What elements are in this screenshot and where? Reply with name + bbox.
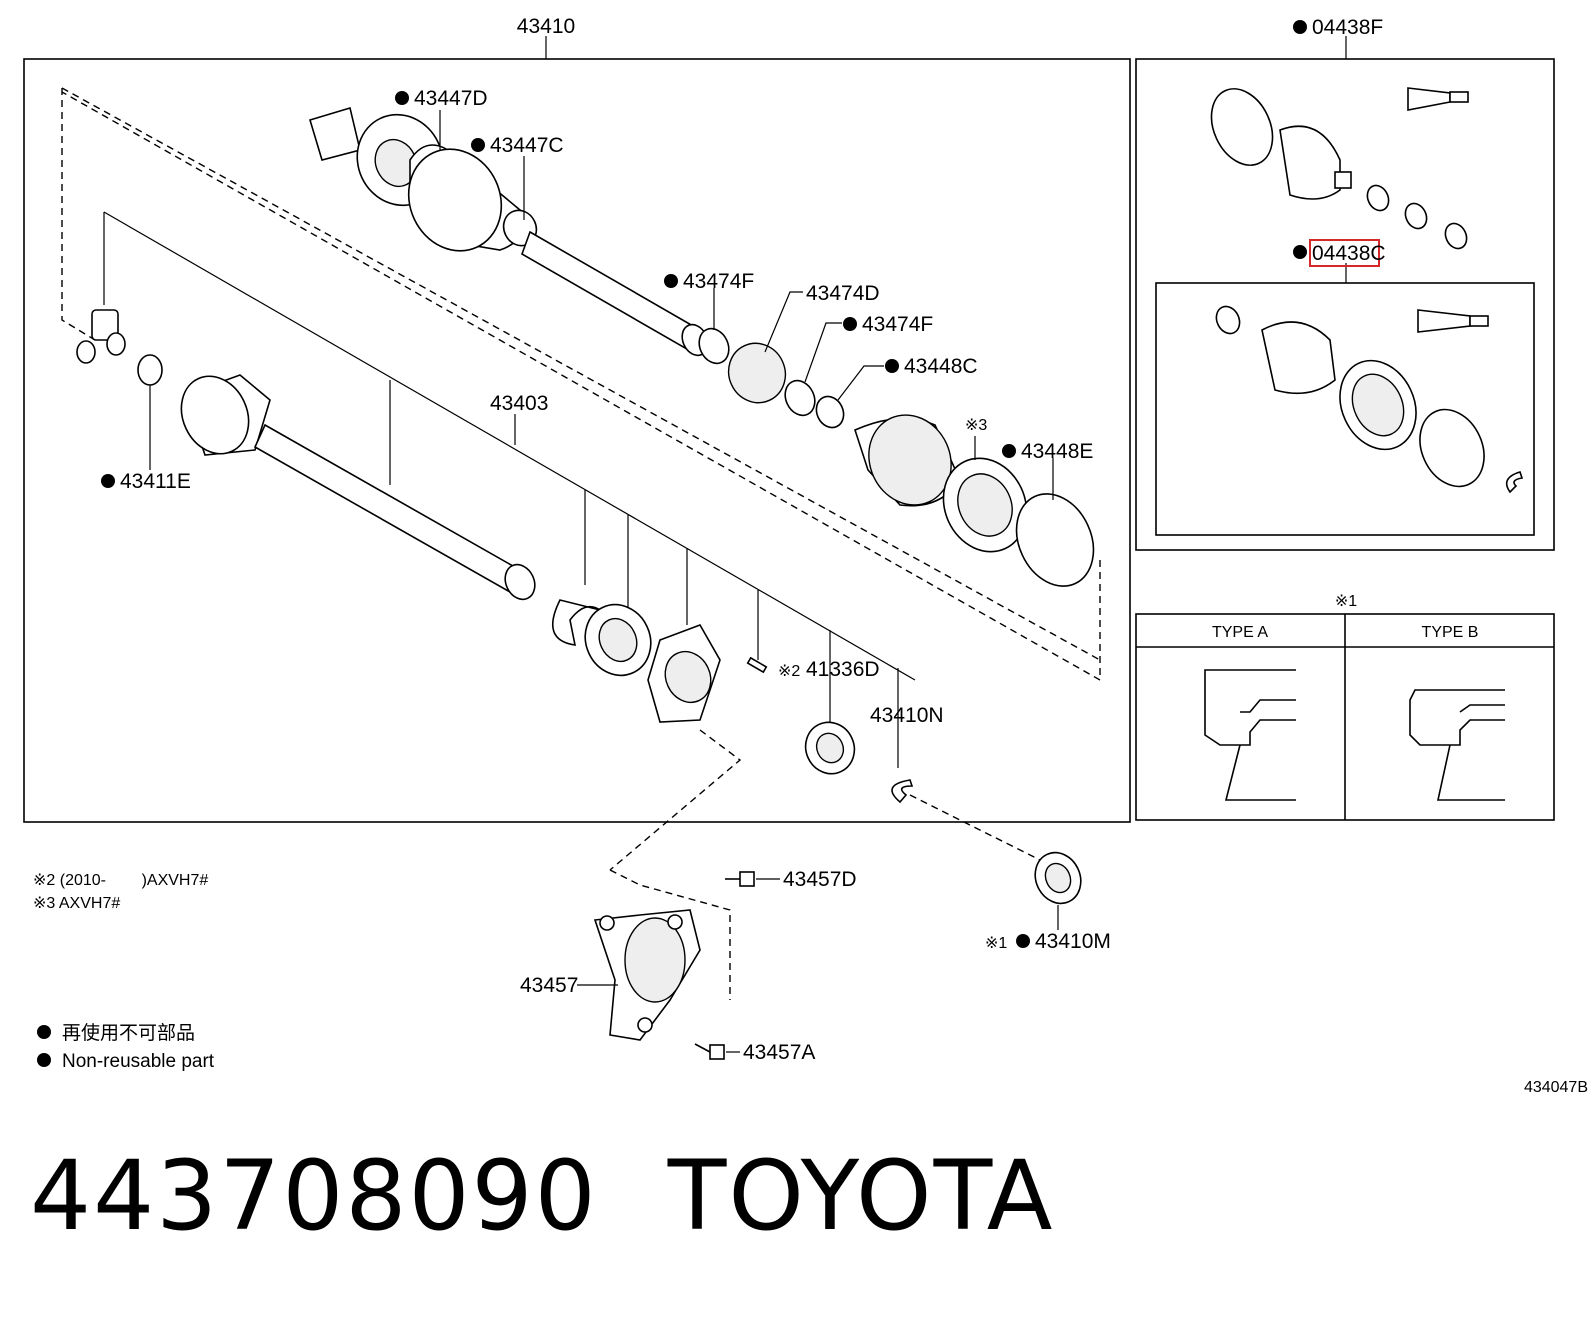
damper-43474D: [727, 342, 787, 404]
ref2-mark: ※2: [778, 663, 800, 680]
clamp-43474F-b: [784, 379, 816, 417]
shaft-43403: [180, 374, 536, 601]
type-a-header: TYPE A: [1212, 624, 1268, 641]
label-43474F-b[interactable]: 43474F: [862, 313, 933, 336]
label-43457A[interactable]: 43457A: [743, 1041, 815, 1064]
assembly-43410-frame: [23, 58, 1131, 823]
pin-41336D: [746, 656, 768, 674]
label-43457[interactable]: 43457: [520, 974, 578, 997]
label-43447D[interactable]: 43447D: [414, 87, 488, 110]
label-04438F[interactable]: 04438F: [1312, 16, 1383, 39]
tripod-43411E: [76, 309, 126, 364]
boot-kit-04438F-frame: [1135, 58, 1555, 551]
label-43474F-a[interactable]: 43474F: [683, 270, 754, 293]
bolt-43457A: [694, 1043, 725, 1060]
diagram-code: 434047B: [1524, 1079, 1588, 1096]
ref3-mark: ※3: [965, 417, 987, 434]
label-43448C[interactable]: 43448C: [904, 355, 978, 378]
label-43411E[interactable]: 43411E: [120, 470, 191, 493]
label-43410M[interactable]: 43410M: [1035, 930, 1111, 953]
note-ref2: ※2 (2010- )AXVH7#: [33, 872, 208, 889]
label-04438C[interactable]: 04438C: [1312, 242, 1386, 265]
bracket-43457: [593, 909, 701, 1041]
legend-jp: 再使用不可部品: [62, 1022, 195, 1044]
footer-part-number: 443708090: [30, 1140, 598, 1252]
type-b-profile: [1409, 689, 1505, 801]
inboard-boot: [854, 414, 961, 507]
clamp-43474F-a: [698, 327, 730, 365]
highlight-04438C: [1309, 239, 1380, 267]
label-43410N[interactable]: 43410N: [870, 704, 944, 727]
ref1-table-mark: ※1: [1335, 593, 1357, 610]
type-b-header: TYPE B: [1422, 624, 1479, 641]
label-43457D[interactable]: 43457D: [783, 868, 857, 891]
bolt-43457D: [725, 871, 755, 887]
tripod-housing: [942, 457, 1028, 553]
inner-boot-kit: [1215, 305, 1524, 494]
label-43447C[interactable]: 43447C: [490, 134, 564, 157]
legend-en: Non-reusable part: [62, 1051, 215, 1072]
clamp-43448E: [1015, 493, 1095, 587]
label-43410[interactable]: 43410: [517, 15, 575, 38]
footer-brand: TOYOTA: [667, 1140, 1055, 1252]
type-a-profile: [1204, 669, 1296, 801]
boot-kit-04438C-frame: [1155, 282, 1535, 536]
ref1-mark: ※1: [985, 935, 1007, 952]
outer-boot-kit: [1210, 87, 1469, 250]
label-43474D[interactable]: 43474D: [806, 282, 880, 305]
snap-ring-43410N: [891, 779, 914, 804]
retainer-ring: [551, 599, 601, 646]
bearing-bracket: [647, 624, 721, 723]
label-43403[interactable]: 43403: [490, 392, 548, 415]
clamp-43448C: [815, 395, 845, 429]
label-43448E[interactable]: 43448E: [1021, 440, 1093, 463]
label-41336D[interactable]: 41336D: [806, 658, 880, 681]
note-ref3: ※3 AXVH7#: [33, 895, 120, 912]
snap-ring-43411E: [137, 354, 163, 386]
footer-caption: 443708090 TOYOTA: [30, 1140, 1054, 1252]
outboard-cv-joint: [309, 106, 709, 357]
